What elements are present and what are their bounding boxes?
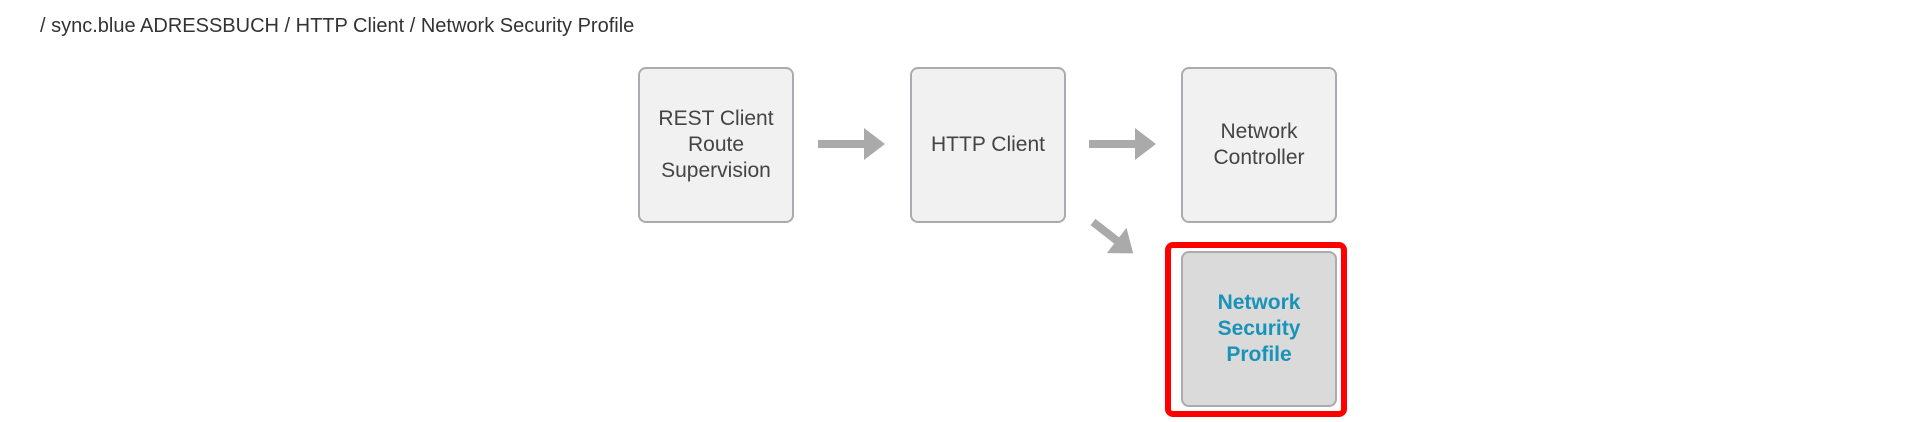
node-label: REST Client Route Supervision	[658, 107, 774, 182]
breadcrumb: / sync.blue ADRESSBUCH / HTTP Client / N…	[40, 15, 635, 37]
node-rest-client-route-supervision[interactable]: REST Client Route Supervision	[638, 67, 794, 223]
node-network-controller[interactable]: Network Controller	[1181, 67, 1337, 223]
highlight-frame	[1165, 242, 1347, 417]
node-label: Network Controller	[1213, 120, 1305, 169]
node-network-security-profile[interactable]: Network Security Profile	[1181, 251, 1337, 407]
node-label: Network Security Profile	[1217, 291, 1301, 366]
arrow-http-to-security	[1090, 218, 1134, 254]
node-label: HTTP Client	[931, 133, 1045, 156]
node-http-client[interactable]: HTTP Client	[910, 67, 1066, 223]
arrow-http-to-controller	[1089, 128, 1156, 160]
arrow-rest-to-http	[818, 128, 885, 160]
